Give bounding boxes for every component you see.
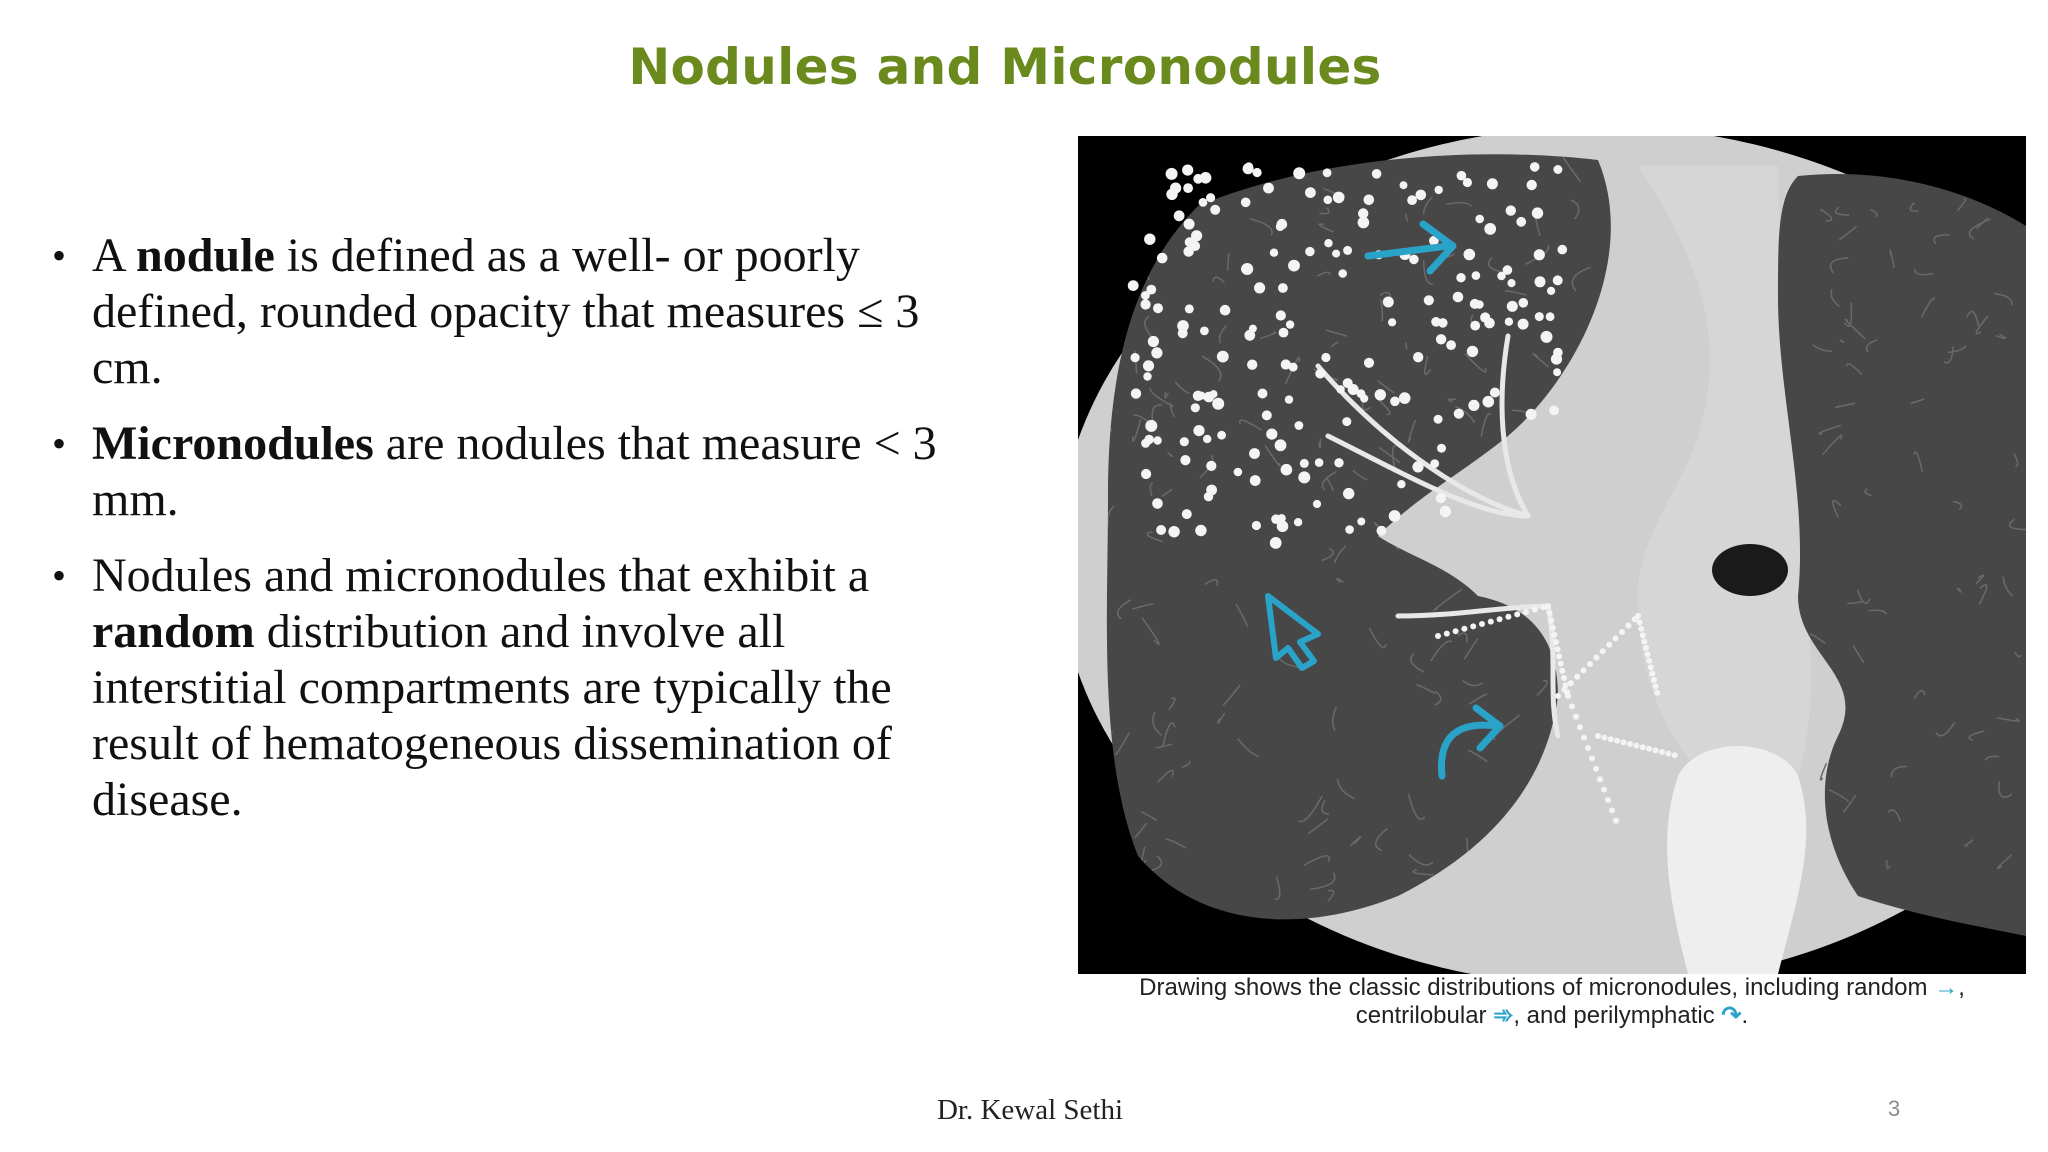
centrilobular-arrowhead-icon bbox=[1265, 593, 1321, 671]
arrowhead-icon: ➾ bbox=[1493, 1002, 1514, 1029]
bullet-item: • A nodule is defined as a well- or poorl… bbox=[50, 228, 950, 396]
random-distribution-arrow-icon bbox=[1364, 220, 1457, 275]
random-arrow-icon: → bbox=[1934, 974, 1959, 1001]
caption-text: . bbox=[1741, 1002, 1749, 1029]
caption-text: , centrilobular bbox=[1355, 974, 1965, 1029]
bullet-dot-icon: • bbox=[52, 421, 67, 466]
bullet-item: • Micronodules are nodules that measure <… bbox=[50, 416, 950, 528]
vertebra bbox=[1667, 746, 1807, 974]
bullet-dot-icon: • bbox=[52, 553, 67, 598]
bullet-dot-icon: • bbox=[52, 233, 67, 278]
bullet-text-run: distribution and involve all interstitia… bbox=[92, 605, 892, 826]
slide-title: Nodules and Micronodules bbox=[628, 38, 1382, 96]
bullet-text-run: are nodules that measure < 3 mm. bbox=[92, 417, 937, 526]
ct-illustration bbox=[1078, 136, 2026, 974]
trachea bbox=[1712, 544, 1788, 596]
bullet-text-run: is defined as a well- or poorly defined,… bbox=[92, 229, 920, 394]
bullet-text: Nodules and micronodules that exhibit a … bbox=[92, 549, 892, 826]
bullet-bold-term: random bbox=[92, 605, 255, 658]
bullet-text-run: Nodules and micronodules that exhibit a bbox=[92, 549, 870, 602]
bullet-bold-term: nodule bbox=[136, 229, 275, 282]
left-lung bbox=[1778, 174, 2026, 937]
bullet-bold-term: Micronodules bbox=[92, 417, 374, 470]
figure-caption: Drawing shows the classic distributions … bbox=[1078, 974, 2026, 1030]
interstitial-lines bbox=[1106, 154, 1591, 920]
micronodules bbox=[1127, 162, 1678, 824]
perilymphatic-curved-arrow-icon bbox=[1438, 704, 1504, 780]
bullet-text: Micronodules are nodules that measure < … bbox=[92, 417, 937, 526]
bullet-list: • A nodule is defined as a well- or poorl… bbox=[50, 228, 950, 848]
bullet-text-run: A bbox=[92, 229, 137, 282]
bullet-item: • Nodules and micronodules that exhibit a… bbox=[50, 548, 950, 828]
ct-illustration-svg bbox=[1078, 136, 2026, 974]
slide-number: 3 bbox=[1888, 1096, 1901, 1121]
bullet-text: A nodule is defined as a well- or poorly… bbox=[92, 229, 919, 394]
caption-text: , and perilymphatic bbox=[1513, 1002, 1715, 1029]
caption-text: Drawing shows the classic distributions … bbox=[1139, 974, 1928, 1001]
curved-arrow-icon: ↷ bbox=[1721, 1002, 1742, 1029]
interstitial-lines-left bbox=[1809, 198, 2026, 870]
mediastinum bbox=[1638, 166, 1812, 836]
footer-author: Dr. Kewal Sethi bbox=[936, 1094, 1124, 1126]
